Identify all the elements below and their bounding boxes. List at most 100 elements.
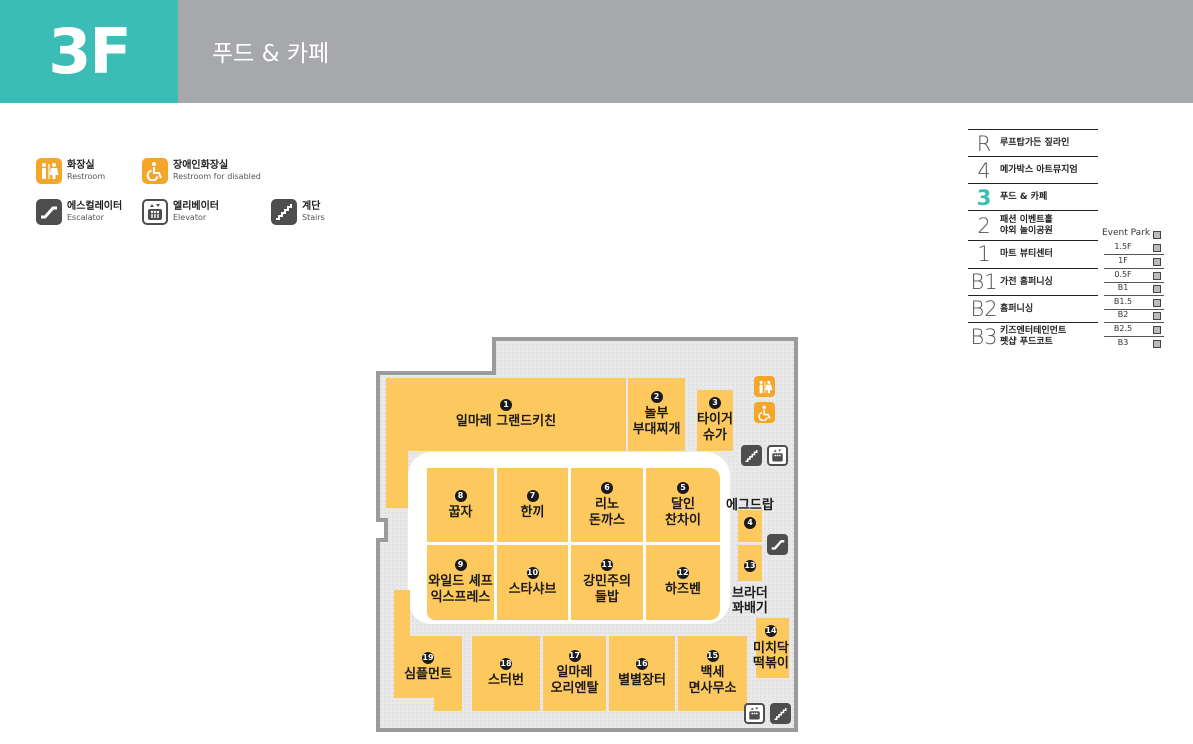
store-18[interactable]: 18 스터번 bbox=[472, 636, 540, 711]
event-park-level-label: 1.5F bbox=[1114, 242, 1132, 251]
store-number: 10 bbox=[526, 567, 539, 579]
event-park-divider bbox=[1104, 282, 1164, 283]
store-9[interactable]: 9 와일드 셰프 익스프레스 bbox=[427, 545, 494, 620]
store-name: 들밥 bbox=[595, 590, 619, 605]
event-park-level[interactable]: B2 bbox=[1104, 309, 1164, 322]
store-name: 와일드 셰프 bbox=[428, 574, 493, 589]
store-10[interactable]: 10 스타샤브 bbox=[497, 545, 568, 620]
store-name: 놀부 bbox=[644, 406, 669, 421]
directory-name: 마트 뷰티센터 bbox=[1000, 248, 1053, 259]
store-name: 별별장터 bbox=[618, 673, 666, 688]
directory-row-3[interactable]: 3 푸드 & 카페 bbox=[968, 185, 1048, 210]
store-19[interactable]: 19 심플먼트 bbox=[394, 636, 462, 698]
store-11[interactable]: 11 강민주의 들밥 bbox=[571, 545, 643, 620]
directory-level: B1 bbox=[970, 270, 998, 294]
store-name: 에그드랍 bbox=[726, 498, 774, 513]
floor-title: 푸드 & 카페 bbox=[212, 41, 330, 67]
directory-name: 홈퍼니싱 bbox=[1000, 303, 1034, 314]
store-16[interactable]: 16 별별장터 bbox=[609, 636, 675, 711]
store-3[interactable]: 3 타이거 슈가 bbox=[697, 390, 733, 451]
store-name: 꽈배기 bbox=[732, 601, 768, 616]
event-park-marker bbox=[1153, 312, 1161, 320]
store-name: 오리엔탈 bbox=[550, 681, 599, 696]
store-5[interactable]: 5 달인 찬차이 bbox=[646, 468, 720, 542]
legend-label-en: Restroom bbox=[67, 172, 106, 181]
legend-label-en: Escalator bbox=[67, 213, 104, 222]
legend-label-en: Restroom for disabled bbox=[173, 172, 261, 181]
store-8[interactable]: 8 꿉자 bbox=[427, 468, 494, 542]
store-number: 14 bbox=[765, 625, 777, 637]
store-name: 일마레 그랜드키친 bbox=[455, 414, 557, 429]
escalator-icon[interactable] bbox=[767, 534, 788, 555]
store-17[interactable]: 17 일마레 오리엔탈 bbox=[543, 636, 606, 711]
event-park-level[interactable]: 1F bbox=[1104, 255, 1164, 268]
store-name: 달인 bbox=[671, 496, 695, 512]
event-park-divider bbox=[1104, 254, 1164, 255]
event-park-level[interactable]: B3 bbox=[1104, 337, 1164, 350]
store-15[interactable]: 15 백세 면사무소 bbox=[678, 636, 747, 711]
directory-divider bbox=[968, 210, 1098, 211]
event-park-level[interactable]: B2.5 bbox=[1104, 323, 1164, 336]
legend-label: 에스컬레이터 bbox=[67, 201, 123, 212]
store-name: 꿉자 bbox=[448, 504, 473, 520]
legend-label-en: Stairs bbox=[302, 213, 325, 222]
stairs-icon[interactable] bbox=[741, 445, 762, 466]
event-park-level[interactable]: B1 bbox=[1104, 282, 1164, 295]
store-2[interactable]: 2 놀부 부대찌개 bbox=[628, 378, 685, 451]
store-name: 하즈벤 bbox=[665, 582, 701, 597]
store-19-foot bbox=[434, 697, 462, 711]
event-park-divider bbox=[1104, 336, 1164, 337]
store-name: 타이거 bbox=[697, 412, 733, 427]
store-1-extension bbox=[386, 450, 408, 508]
elevator-icon[interactable] bbox=[744, 703, 765, 724]
event-park-level[interactable]: B1.5 bbox=[1104, 296, 1164, 309]
store-number: 15 bbox=[706, 650, 719, 662]
header-bar bbox=[178, 0, 1193, 103]
event-park-level-label: B1.5 bbox=[1113, 297, 1133, 306]
store-name: 브라더 bbox=[732, 586, 768, 601]
elevator-icon[interactable] bbox=[767, 445, 788, 466]
stairs-icon bbox=[271, 199, 297, 225]
event-park-marker bbox=[1153, 299, 1161, 307]
store-number: 4 bbox=[744, 517, 756, 529]
store-6[interactable]: 6 리노 돈까스 bbox=[571, 468, 643, 542]
store-12[interactable]: 12 하즈벤 bbox=[646, 545, 720, 620]
event-park-level[interactable]: 1.5F bbox=[1104, 241, 1164, 254]
directory-row-1[interactable]: 1 마트 뷰티센터 bbox=[968, 241, 1053, 267]
floor-number: 3F bbox=[0, 0, 178, 103]
store-number: 7 bbox=[526, 489, 539, 502]
event-park-divider bbox=[1104, 309, 1164, 310]
directory-row-b1[interactable]: B1 가전 홈퍼니싱 bbox=[968, 269, 1052, 295]
directory-row-r[interactable]: R 루프탑가든 짚라인 bbox=[968, 131, 1070, 156]
store-name: 돈까스 bbox=[589, 512, 625, 528]
store-number: 13 bbox=[744, 560, 756, 572]
directory-name: 메가박스 아트뮤지엄 bbox=[1000, 165, 1078, 175]
store-number: 3 bbox=[709, 397, 721, 409]
directory-level: B3 bbox=[970, 324, 998, 349]
event-park-level[interactable]: 0.5F bbox=[1104, 269, 1164, 282]
directory-row-b2[interactable]: B2 홈퍼니싱 bbox=[968, 296, 1033, 322]
restroom-icon[interactable] bbox=[754, 376, 775, 397]
directory-row-4[interactable]: 4 메가박스 아트뮤지엄 bbox=[968, 158, 1078, 183]
store-7[interactable]: 7 한끼 bbox=[497, 468, 568, 542]
store-name: 미치닥 bbox=[753, 641, 789, 656]
store-1[interactable]: 1 일마레 그랜드키친 bbox=[386, 378, 626, 451]
event-park-marker bbox=[1153, 258, 1161, 266]
event-park-level-label: B2 bbox=[1117, 310, 1129, 319]
directory-level: B2 bbox=[970, 297, 998, 321]
directory-name: 푸드 & 카페 bbox=[1000, 192, 1048, 202]
accessible-restroom-icon[interactable] bbox=[754, 402, 775, 423]
legend-label-en: Elevator bbox=[173, 213, 207, 222]
stairs-icon[interactable] bbox=[770, 703, 791, 724]
store-number: 1 bbox=[500, 399, 512, 411]
elevator-icon bbox=[142, 199, 168, 225]
store-number: 8 bbox=[454, 489, 467, 502]
legend-label: 화장실 bbox=[67, 160, 95, 171]
event-park-marker bbox=[1153, 285, 1161, 293]
store-name: 강민주의 bbox=[583, 574, 631, 589]
